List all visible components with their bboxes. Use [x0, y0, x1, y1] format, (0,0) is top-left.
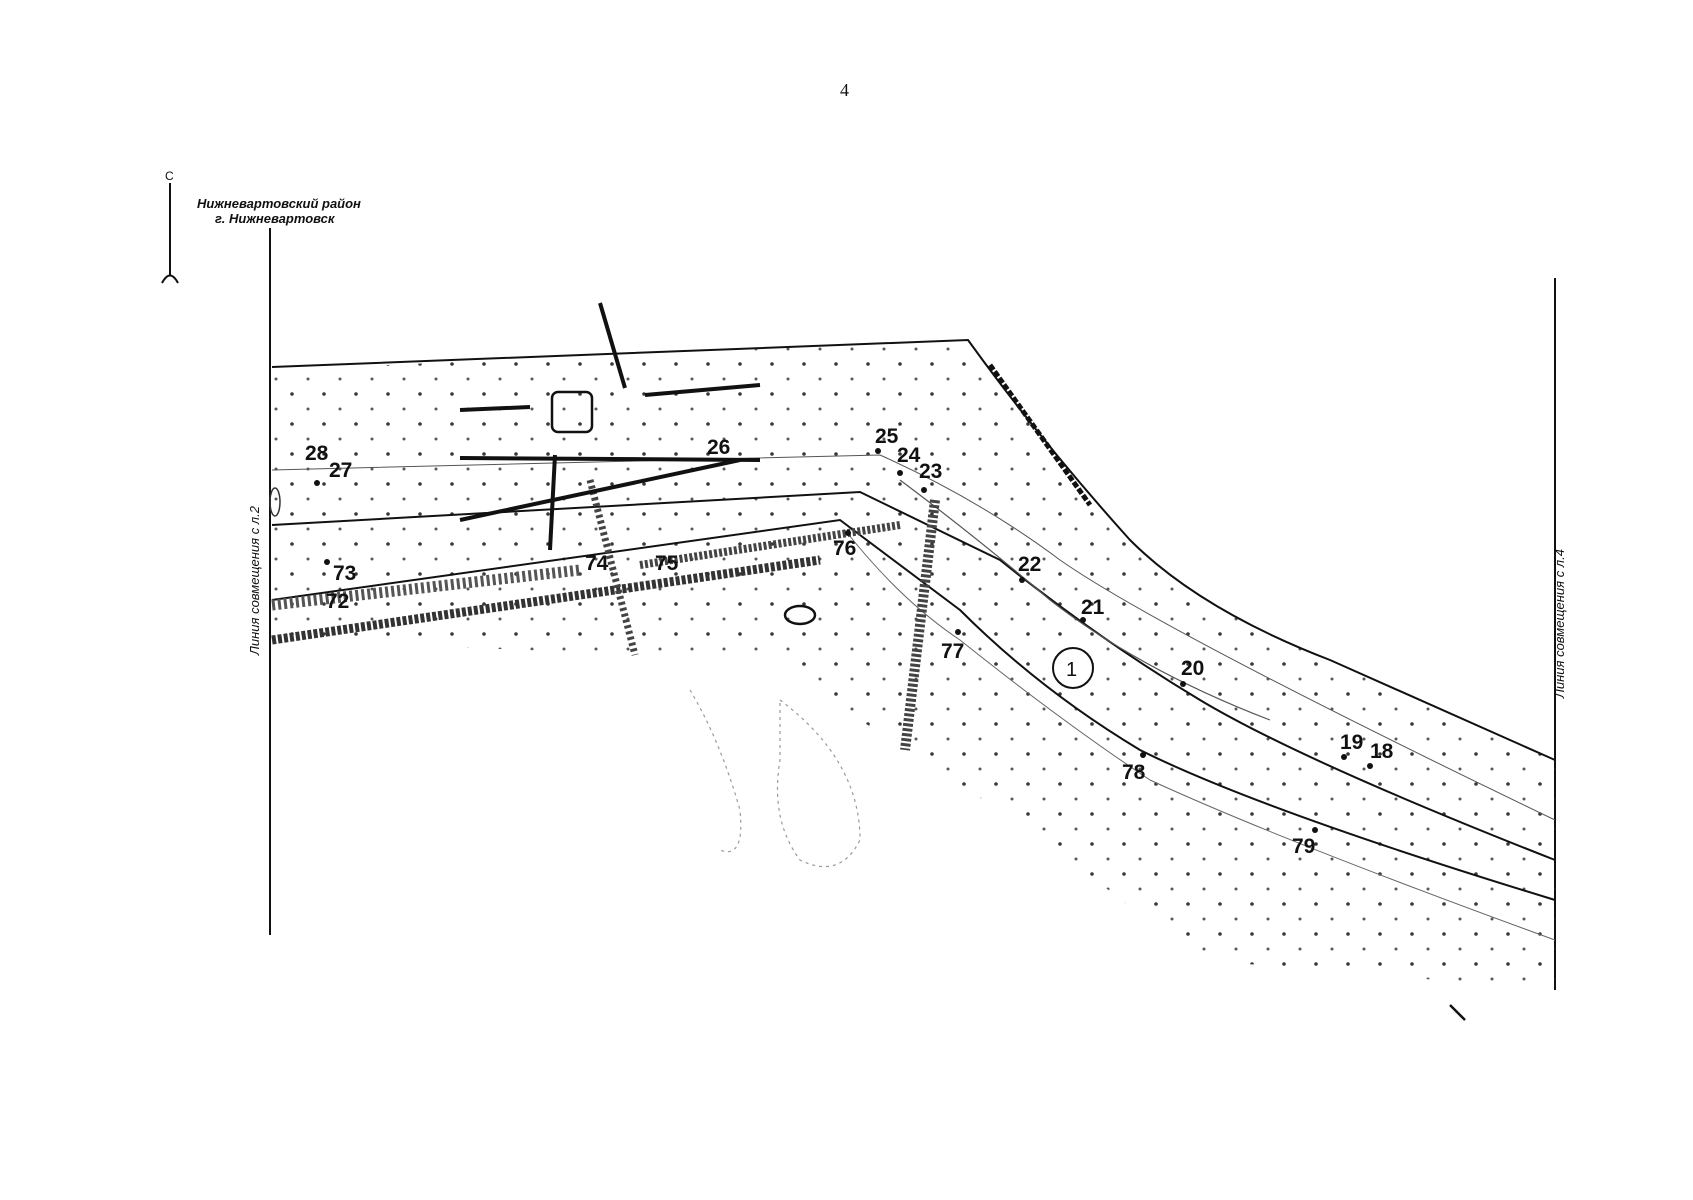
point-label: 25 — [875, 425, 899, 448]
contour-line — [689, 689, 742, 853]
north-label: С — [165, 169, 174, 183]
point-label: 27 — [329, 459, 352, 482]
point-label: 72 — [326, 590, 349, 613]
page-number: 4 — [840, 80, 849, 100]
point-label: 24 — [897, 444, 921, 467]
point-label: 23 — [919, 460, 942, 483]
survey-points — [314, 448, 1373, 833]
point-label: 21 — [1081, 596, 1105, 619]
point-label: 73 — [333, 562, 356, 585]
point-label: 74 — [585, 552, 609, 575]
structure-outline — [550, 390, 594, 434]
road-lines — [271, 338, 1556, 941]
point-label: 18 — [1370, 740, 1394, 763]
district-line-2: г. Нижневартовск — [215, 211, 335, 226]
point-label: 19 — [1340, 731, 1363, 754]
point-label: 22 — [1018, 553, 1041, 576]
point-label: 77 — [941, 640, 964, 663]
object-marker-label: 1 — [1066, 659, 1077, 681]
district-line-1: Нижневартовский район — [197, 196, 361, 211]
point-label: 28 — [305, 442, 329, 465]
structure-outline — [783, 604, 817, 626]
contour-line — [776, 698, 861, 868]
point-label: 75 — [655, 552, 679, 575]
point-label: 76 — [833, 537, 856, 560]
pipelines — [271, 302, 1466, 1021]
point-label: 79 — [1292, 835, 1315, 858]
object-marker: 1 — [1052, 647, 1094, 689]
point-label: 26 — [707, 436, 730, 459]
point-label: 78 — [1122, 761, 1146, 784]
district-title: Нижневартовский район г. Нижневартовск — [197, 196, 361, 226]
north-arrow-icon: С — [161, 169, 179, 284]
point-labels: 28 27 26 25 24 23 22 21 20 19 18 73 72 7… — [305, 425, 1394, 858]
point-label: 20 — [1181, 657, 1204, 680]
